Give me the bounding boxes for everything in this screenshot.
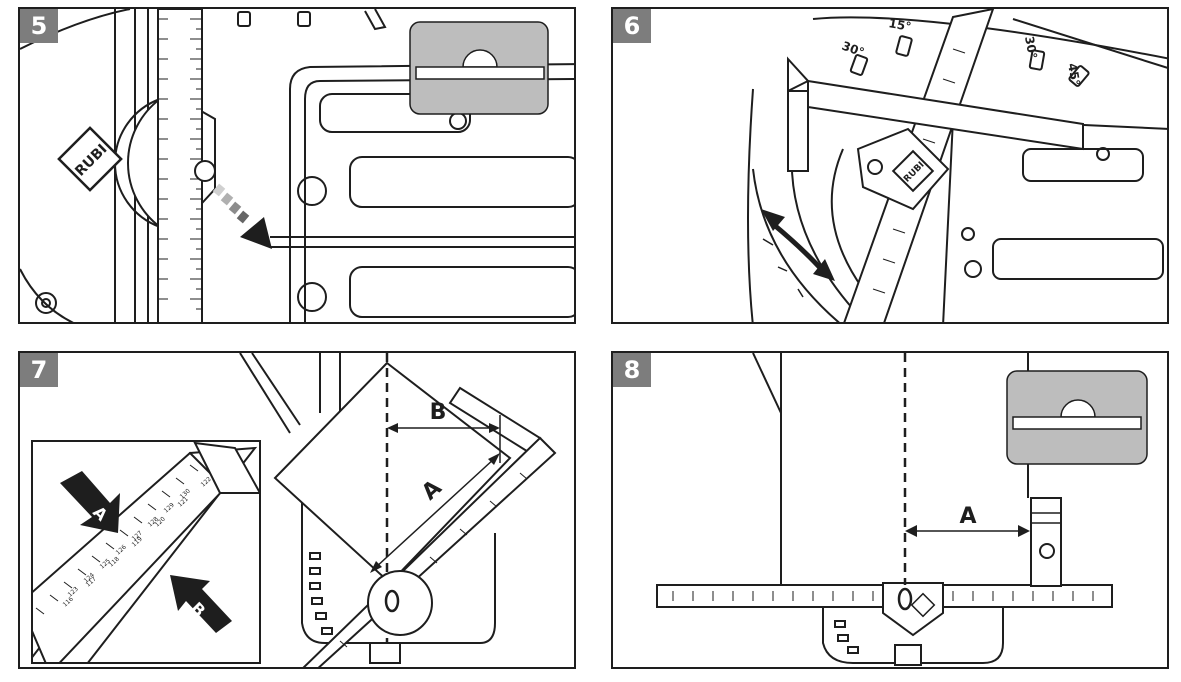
step-6-panel: 6 xyxy=(611,7,1169,324)
step-number: 7 xyxy=(20,353,58,387)
step-number: 5 xyxy=(20,9,58,43)
step-5-illustration: RUBI xyxy=(20,9,574,322)
rotate-arrow-icon xyxy=(761,209,835,281)
level-indicator-inset xyxy=(1006,370,1148,465)
step-7-panel: 7 xyxy=(18,351,576,669)
dimension-label-a: A xyxy=(959,504,976,529)
angle-label-45: 45° xyxy=(1065,62,1083,87)
step-7-illustration: B A 0 xyxy=(31,353,557,667)
step-5-panel: 5 xyxy=(18,7,576,324)
angle-label-30: 30° xyxy=(840,39,866,60)
level-indicator-inset xyxy=(409,21,549,115)
step-number: 6 xyxy=(613,9,651,43)
ruler-detail-inset: 122 121 120 119 118 117 116 130 129 128 … xyxy=(31,440,261,664)
step-8-illustration: A xyxy=(656,353,1148,666)
step-6-illustration: RUBI 30° 15° 30° 45° xyxy=(747,9,1167,322)
arrow-a-icon: A xyxy=(60,471,120,533)
angle-label-15: 15° xyxy=(887,16,912,34)
angle-label-30-right: 30° xyxy=(1022,35,1040,60)
arrow-icon xyxy=(212,183,272,249)
dimension-label-b: B xyxy=(430,400,447,425)
arrow-b-icon: B xyxy=(170,575,232,633)
step-8-panel: 8 xyxy=(611,351,1169,669)
step-number: 8 xyxy=(613,353,651,387)
